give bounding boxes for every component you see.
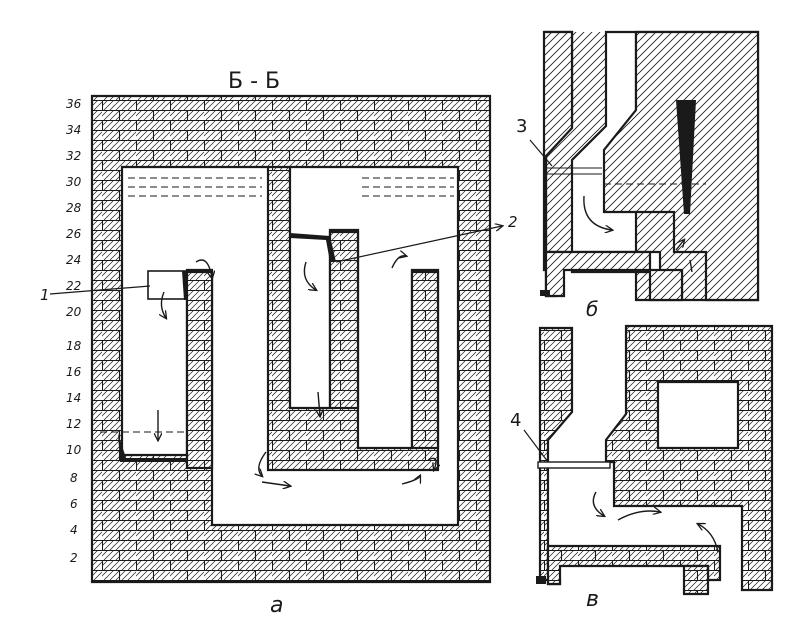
detail-b: 3 б (516, 30, 760, 321)
detail-v-flow (698, 524, 719, 553)
inner-column-right (410, 270, 440, 450)
detail-b-flow (689, 259, 693, 273)
scale-mark: 28 (66, 201, 82, 215)
scale-mark: 4 (70, 523, 78, 537)
soot-deposit (118, 433, 186, 462)
detail-v-flow (592, 491, 604, 516)
detail-b-flow (675, 240, 684, 251)
detail-v-right-block (604, 324, 774, 592)
callout-4: 4 (510, 410, 521, 431)
detail-v-door (537, 461, 611, 469)
detail-b-hearth (544, 250, 684, 302)
scale-mark: 32 (66, 149, 81, 163)
hot-plate-box (147, 270, 187, 300)
caption-a: а (270, 593, 283, 618)
soot-deposit (676, 100, 696, 214)
scale-mark: 36 (66, 97, 82, 111)
detail-v-lower-column (682, 564, 710, 596)
detail-v: 4 в (510, 324, 774, 612)
scale-mark: 6 (70, 497, 78, 511)
callout-2: 2 (508, 213, 518, 231)
callout-1: 1 (40, 286, 50, 304)
height-scale: 36 34 32 30 28 26 24 22 20 18 16 14 12 1… (66, 97, 82, 565)
scale-mark: 2 (70, 551, 78, 565)
scale-mark: 34 (66, 123, 81, 137)
scale-mark: 20 (66, 305, 82, 319)
scale-mark: 24 (66, 253, 81, 267)
soot-deposit (540, 290, 550, 296)
scale-mark: 12 (66, 417, 81, 431)
firebox-partition (185, 270, 214, 470)
soot-deposit (290, 233, 336, 262)
soot-deposit (182, 271, 188, 300)
scale-mark: 8 (70, 471, 78, 485)
scale-mark: 10 (66, 443, 82, 457)
callout-1-leader (49, 285, 151, 295)
scale-mark: 30 (66, 175, 82, 189)
scale-mark: 14 (66, 391, 81, 405)
detail-v-flow (617, 511, 660, 521)
scale-mark: 22 (66, 279, 81, 293)
callout-3: 3 (516, 116, 527, 137)
callout-2-leader (335, 226, 502, 263)
soot-deposit (536, 576, 546, 584)
callout-3-leader (529, 139, 553, 167)
detail-b-flow (583, 195, 612, 230)
caption-b: б (586, 297, 598, 321)
callout-4-leader (523, 429, 549, 463)
water-level-lines (128, 177, 454, 197)
scale-mark: 26 (66, 227, 82, 241)
scale-mark: 16 (66, 365, 82, 379)
smoke-flow-arrows (158, 256, 436, 486)
caption-v: в (586, 587, 599, 612)
section-title: Б - Б (228, 69, 280, 94)
scale-mark: 18 (66, 339, 82, 353)
